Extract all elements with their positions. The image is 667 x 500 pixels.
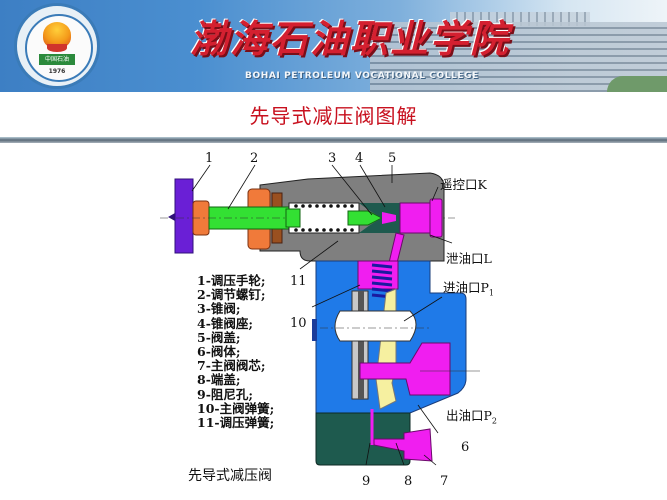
flame-icon: [43, 22, 71, 48]
college-name-cn: 渤海石油职业学院: [190, 16, 511, 61]
legend-item: 5-阀盖;: [197, 329, 241, 345]
callout-8: 8: [404, 474, 413, 489]
legend-item: 2-调节螺钉;: [197, 287, 266, 303]
title-bar: [0, 92, 667, 137]
college-name-en: BOHAI PETROLEUM VOCATIONAL COLLEGE: [245, 71, 479, 81]
inlet-port-label: 进油口P1: [443, 277, 494, 298]
legend-item: 4-锥阀座;: [197, 315, 253, 331]
remote-control-port-label: 遥控口K: [440, 177, 487, 192]
inlet-port-sub: 1: [488, 288, 495, 298]
emblem-book-label: 中国石油: [39, 54, 75, 65]
legend-item: 10-主阀弹簧;: [197, 400, 275, 416]
legend-item: 7-主阀阀芯;: [197, 358, 266, 374]
spring-seat: [285, 208, 301, 228]
legend-item: 8-端盖;: [197, 372, 241, 388]
page-title: 先导式减压阀图解: [249, 104, 418, 128]
remote-port-plug: [399, 202, 431, 234]
legend-item: 3-锥阀;: [197, 301, 241, 317]
header-separator: [0, 137, 667, 143]
cone-seat-part-4: [359, 203, 400, 233]
callout-6: 6: [461, 440, 470, 455]
callout-3: 3: [328, 151, 337, 166]
body-side-tab: [312, 319, 317, 341]
emblem-year: 1976: [48, 68, 66, 75]
callout-11: 11: [290, 274, 307, 289]
outlet-port-text: 出油口P: [446, 408, 492, 423]
pressure-spring-part-11: [294, 204, 354, 232]
legend-item: 1-调压手轮;: [197, 273, 266, 288]
college-banner: 中国石油 1976 渤海石油职业学院 BOHAI PETROLEUM VOCAT…: [0, 0, 667, 92]
inlet-chamber: [334, 310, 417, 342]
handwheel-part-1: [174, 178, 194, 254]
callout-4: 4: [355, 151, 364, 166]
callout-7: 7: [440, 474, 449, 489]
diagram-caption: 先导式减压阀: [188, 468, 272, 484]
pilot-reducing-valve-diagram: [160, 164, 480, 466]
parts-legend: 1-调压手轮; 2-调节螺钉; 3-锥阀; 4-锥阀座; 5-阀盖; 6-阀体;…: [197, 273, 275, 431]
legend-item: 6-阀体;: [197, 344, 241, 360]
main-spool-shadow: [358, 291, 364, 399]
callout-leaders: [191, 164, 453, 466]
callout-10: 10: [290, 316, 307, 331]
callout-5: 5: [388, 151, 397, 166]
handwheel-tip: [168, 213, 175, 221]
college-emblem-icon: 中国石油 1976: [14, 3, 100, 89]
trees-image: [607, 76, 667, 92]
legend-item: 11-调压弹簧;: [197, 415, 275, 431]
outlet-port-label: 出油口P2: [446, 405, 497, 426]
flame-base-icon: [47, 44, 67, 52]
callout-2: 2: [250, 151, 259, 166]
pilot-spring-chamber: [288, 202, 360, 234]
cone-seat-insert: [382, 212, 396, 224]
callout-9: 9: [362, 474, 371, 489]
end-cover-part-8: [315, 412, 411, 466]
drain-port-label: 泄油口L: [446, 251, 492, 266]
outlet-port-sub: 2: [491, 416, 498, 426]
outlet-port: [359, 342, 451, 396]
bottom-plug: [373, 428, 433, 462]
legend-item: 9-阻尼孔;: [197, 386, 253, 402]
remote-port-flange: [429, 198, 443, 238]
inlet-port-text: 进油口P: [443, 280, 489, 295]
callout-1: 1: [205, 151, 214, 166]
cone-valve-part-3: [347, 210, 384, 226]
